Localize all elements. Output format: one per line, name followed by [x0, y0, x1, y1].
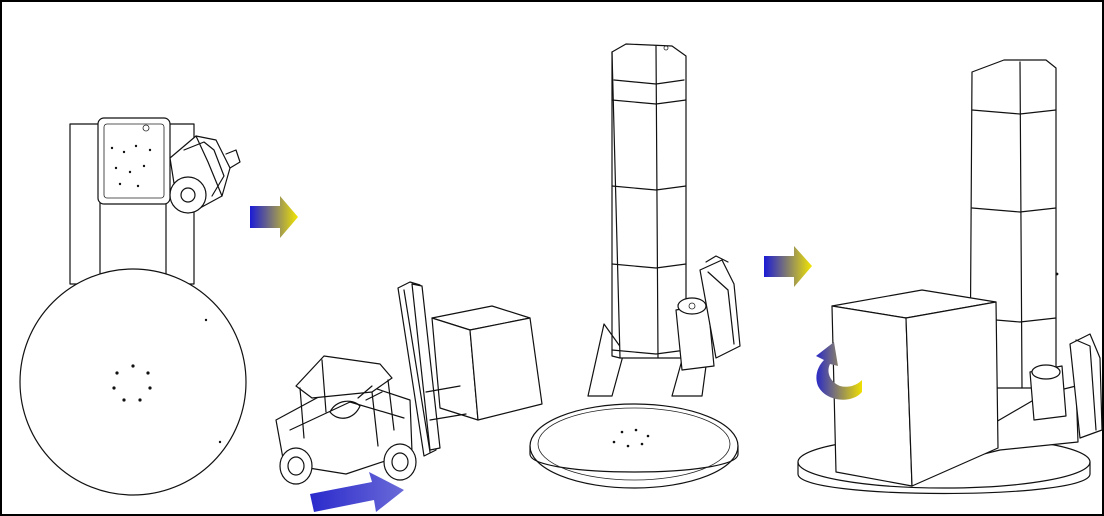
- step-arrow-1: [250, 196, 298, 238]
- forklift-move-arrow: [310, 472, 404, 512]
- wrapping-with-rotation-illustration: [798, 60, 1102, 494]
- turntable-wrapper-illustration: [530, 44, 740, 488]
- step-arrow-2: [764, 246, 812, 287]
- wrapper-top-view-illustration: [20, 118, 246, 495]
- forklift-with-load-illustration: [276, 282, 542, 484]
